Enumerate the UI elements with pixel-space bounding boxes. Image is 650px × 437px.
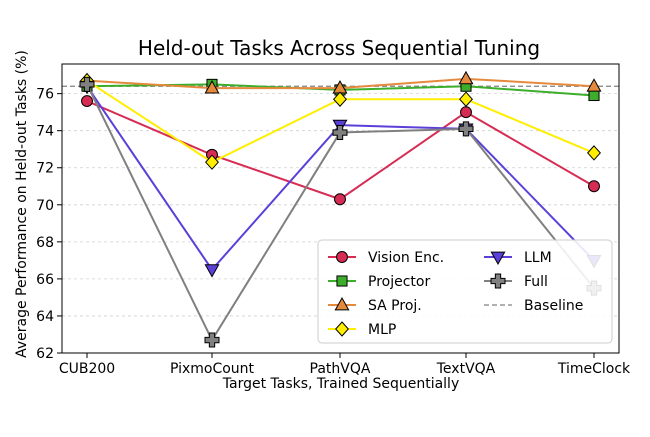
legend-item: Baseline: [484, 298, 583, 314]
y-tick-label: 72: [36, 161, 54, 177]
x-tick-label: TimeClock: [557, 361, 631, 377]
y-axis-ticks: 62 64 66 68 70 72 74 76: [36, 87, 62, 362]
legend-item: Full: [484, 273, 548, 290]
data-point: [205, 154, 219, 170]
data-point: [588, 180, 600, 193]
x-tick-label: CUB200: [59, 361, 115, 377]
y-tick-label: 66: [36, 272, 54, 288]
x-tick-label: PixmoCount: [170, 361, 255, 377]
data-point: [334, 193, 346, 206]
y-tick-label: 68: [36, 235, 54, 251]
y-tick-label: 62: [36, 346, 54, 362]
chart-title: Held-out Tasks Across Sequential Tuning: [138, 36, 540, 60]
data-point: [336, 251, 348, 263]
data-point: [587, 145, 601, 161]
data-point: [490, 251, 506, 266]
x-tick-label: PathVQA: [310, 361, 371, 377]
data-point: [588, 89, 600, 102]
legend-item: Projector: [328, 274, 430, 290]
legend-label: Vision Enc.: [368, 250, 444, 266]
y-tick-label: 70: [36, 198, 54, 214]
data-point: [458, 121, 474, 137]
legend-box: [317, 239, 613, 344]
x-tick-label: TextVQA: [436, 361, 496, 377]
legend-label: SA Proj.: [368, 298, 422, 314]
data-point: [333, 91, 347, 107]
data-point: [490, 273, 506, 289]
x-axis-ticks: CUB200 PixmoCount PathVQA TextVQA TimeClock: [59, 353, 631, 377]
series-sa-proj: [79, 70, 602, 94]
data-point: [204, 332, 220, 348]
legend-label: MLP: [368, 322, 396, 338]
data-point: [334, 296, 350, 311]
data-point: [335, 321, 349, 337]
series-full: [79, 76, 602, 348]
legend-item: MLP: [328, 321, 396, 338]
legend-label: Baseline: [524, 298, 583, 314]
legend-label: LLM: [524, 250, 552, 266]
data-point: [459, 91, 473, 107]
data-point: [460, 106, 472, 119]
data-point: [204, 80, 220, 94]
series-line: [86, 100, 595, 201]
data-point: [81, 95, 93, 108]
y-tick-label: 64: [36, 309, 54, 325]
legend: Vision Enc. Projector SA Proj. MLP LLM FullBa…: [317, 239, 613, 344]
data-point: [336, 275, 348, 287]
data-point: [332, 125, 348, 141]
x-axis-label: Target Tasks, Trained Sequentially: [222, 376, 459, 392]
data-point: [79, 76, 95, 92]
series-group: [79, 70, 602, 348]
data-point: [458, 70, 474, 85]
y-tick-label: 74: [36, 124, 54, 140]
legend-item: Vision Enc.: [328, 250, 444, 266]
y-tick-label: 76: [36, 87, 54, 103]
y-axis-label: Average Performance on Held-out Tasks (%…: [14, 50, 30, 358]
data-point: [586, 78, 602, 92]
series-vision-enc: [81, 95, 600, 206]
legend-item: LLM: [484, 250, 552, 266]
legend-label: Full: [524, 274, 548, 290]
legend-item: SA Proj.: [328, 296, 422, 314]
data-point: [204, 264, 220, 278]
legend-label: Projector: [368, 274, 430, 290]
